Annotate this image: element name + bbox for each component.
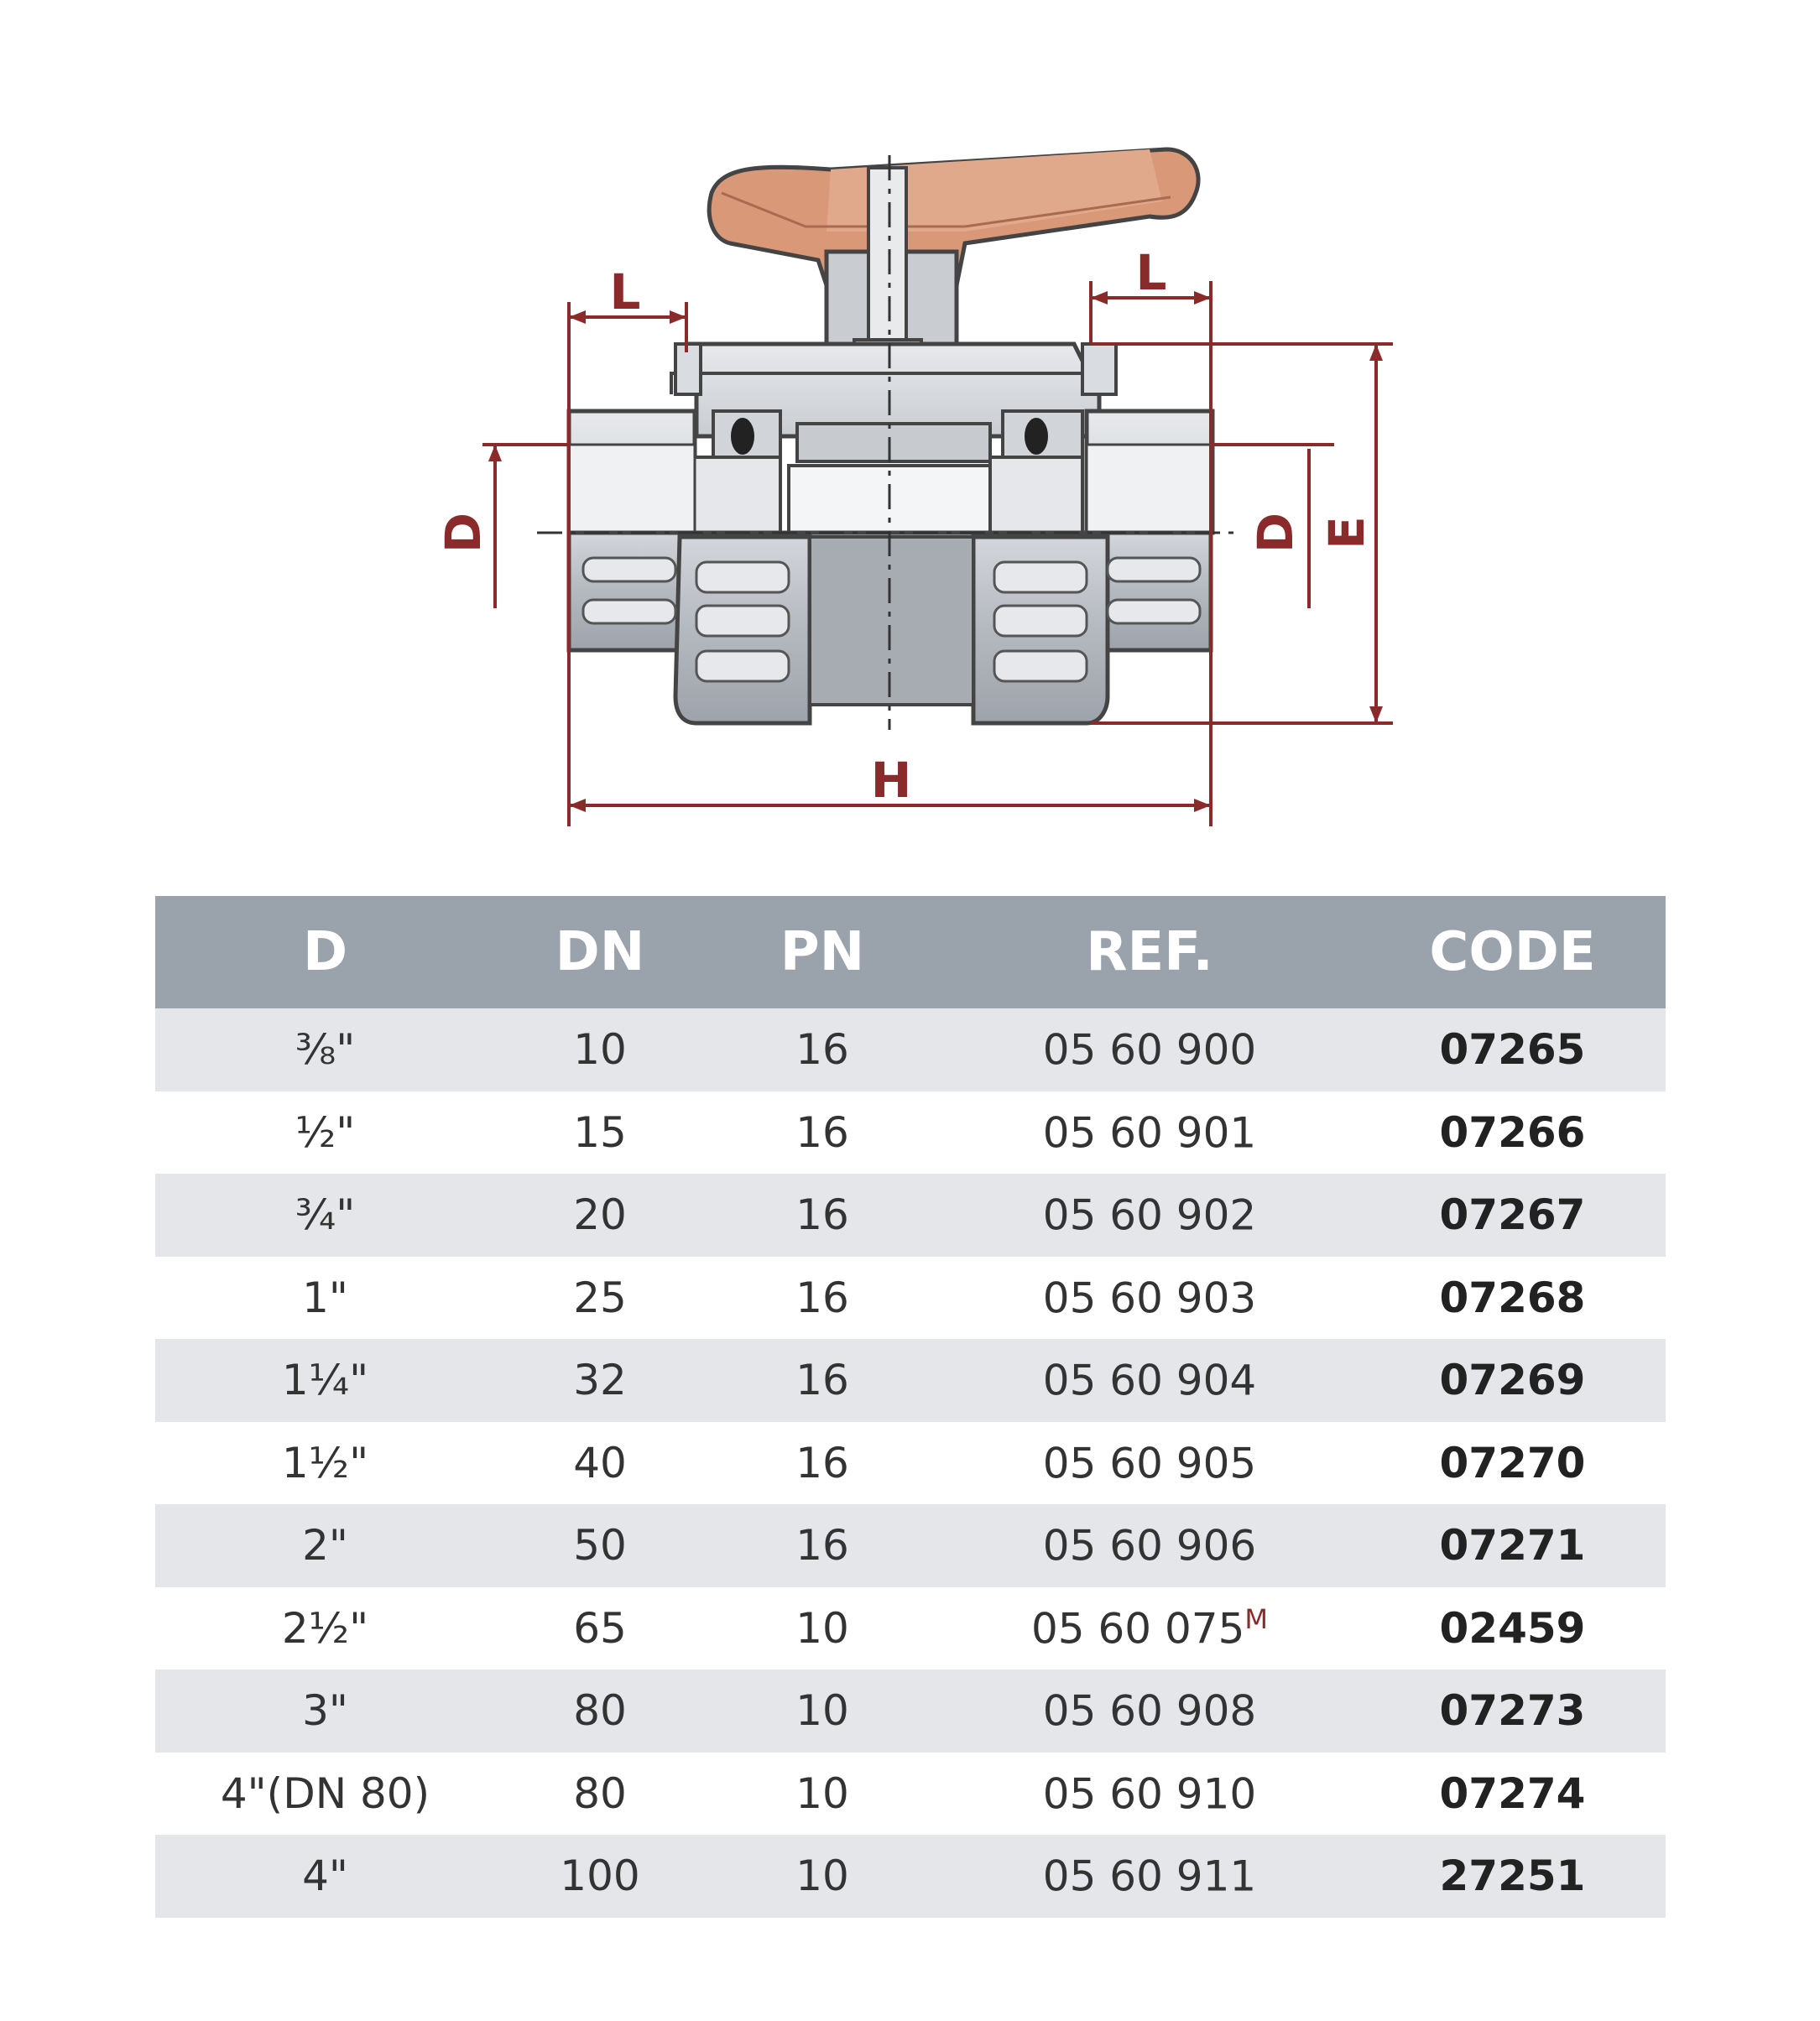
cell-code: 07274	[1359, 1752, 1666, 1835]
dim-label-d-right: D	[1247, 513, 1304, 553]
cell-pn: 16	[705, 1256, 940, 1339]
dim-label-l-left: L	[610, 263, 641, 320]
cell-ref: 05 60 075M	[940, 1586, 1359, 1669]
cell-pn: 16	[705, 1008, 940, 1091]
cell-ref: 05 60 905	[940, 1421, 1359, 1504]
cell-ref: 05 60 904	[940, 1339, 1359, 1422]
cell-dn: 15	[495, 1091, 705, 1174]
cell-pn: 16	[705, 1091, 940, 1174]
valve-bonnet	[670, 341, 1109, 463]
cell-dn: 10	[495, 1008, 705, 1091]
cell-code: 07267	[1359, 1174, 1666, 1257]
cell-pn: 16	[705, 1504, 940, 1587]
cell-code: 02459	[1359, 1586, 1666, 1669]
header-ref: REF.	[940, 896, 1359, 1008]
header-d: D	[155, 896, 495, 1008]
cell-code: 07265	[1359, 1008, 1666, 1091]
cell-ref: 05 60 900	[940, 1008, 1359, 1091]
cell-d: ½"	[155, 1091, 495, 1174]
cell-d: 2"	[155, 1504, 495, 1587]
cell-code: 07273	[1359, 1669, 1666, 1753]
cell-code: 07268	[1359, 1256, 1666, 1339]
cell-d: 4"(DN 80)	[155, 1752, 495, 1835]
cell-dn: 100	[495, 1835, 705, 1918]
cell-pn: 10	[705, 1586, 940, 1669]
dimension-lines	[482, 281, 1393, 826]
cell-dn: 20	[495, 1174, 705, 1257]
dimension-arrows	[488, 291, 1383, 812]
cell-dn: 25	[495, 1256, 705, 1339]
dim-label-d-left: D	[435, 513, 492, 553]
cell-dn: 50	[495, 1504, 705, 1587]
cell-dn: 65	[495, 1586, 705, 1669]
cell-code: 07266	[1359, 1091, 1666, 1174]
cell-code: 07271	[1359, 1504, 1666, 1587]
cell-pn: 16	[705, 1174, 940, 1257]
cell-dn: 80	[495, 1752, 705, 1835]
cell-dn: 32	[495, 1339, 705, 1422]
dim-label-h: H	[871, 752, 912, 809]
pipe-ends	[567, 443, 1214, 534]
cell-d: 1¼"	[155, 1339, 495, 1422]
cell-d: 1"	[155, 1256, 495, 1339]
cell-d: ⅜"	[155, 1008, 495, 1091]
cell-pn: 10	[705, 1752, 940, 1835]
valve-cross-section-diagram: L L D D E H	[435, 147, 1393, 826]
cell-ref: 05 60 902	[940, 1174, 1359, 1257]
header-pn: PN	[705, 896, 940, 1008]
valve-lower-body	[566, 530, 1213, 726]
cell-pn: 16	[705, 1339, 940, 1422]
cell-ref: 05 60 910	[940, 1752, 1359, 1835]
center-lines	[537, 155, 1242, 730]
cell-d: ¾"	[155, 1174, 495, 1257]
cell-pn: 16	[705, 1421, 940, 1504]
cell-ref: 05 60 901	[940, 1091, 1359, 1174]
cell-ref: 05 60 911	[940, 1835, 1359, 1918]
cell-d: 4"	[155, 1835, 495, 1918]
header-code: CODE	[1359, 896, 1666, 1008]
cell-code: 07269	[1359, 1339, 1666, 1422]
cell-pn: 10	[705, 1669, 940, 1753]
cell-d: 2½"	[155, 1586, 495, 1669]
dim-label-l-right: L	[1136, 244, 1167, 301]
header-dn: DN	[495, 896, 705, 1008]
dim-label-e: E	[1318, 516, 1375, 550]
cell-dn: 40	[495, 1421, 705, 1504]
table-header-row: D DN PN REF. CODE	[155, 896, 1666, 1008]
ref-mark: M	[1244, 1602, 1269, 1635]
cell-pn: 10	[705, 1835, 940, 1918]
cell-dn: 80	[495, 1669, 705, 1753]
cell-code: 27251	[1359, 1835, 1666, 1918]
cell-ref: 05 60 908	[940, 1669, 1359, 1753]
cell-d: 3"	[155, 1669, 495, 1753]
cell-code: 07270	[1359, 1421, 1666, 1504]
cell-ref: 05 60 906	[940, 1504, 1359, 1587]
cell-d: 1½"	[155, 1421, 495, 1504]
cell-ref: 05 60 903	[940, 1256, 1359, 1339]
